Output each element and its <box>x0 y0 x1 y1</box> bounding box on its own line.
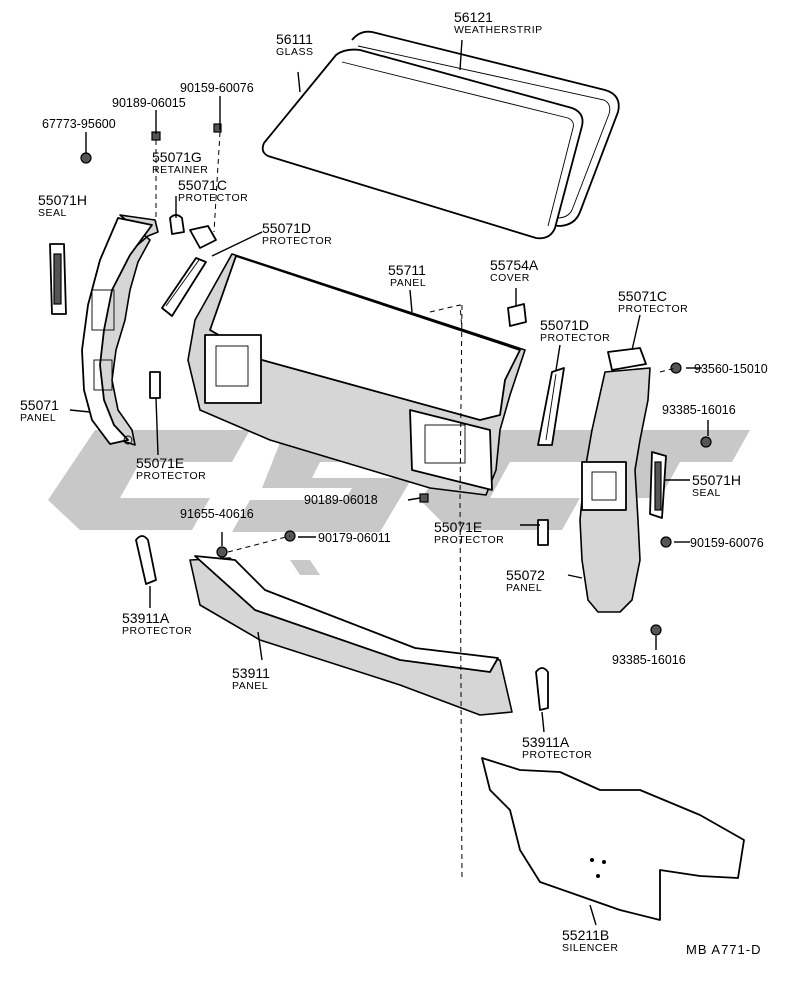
part-name: PROTECTOR <box>136 470 206 482</box>
part-number: 55071E <box>434 519 482 535</box>
lower-panel-part <box>189 555 513 716</box>
part-name: RETAINER <box>152 164 208 176</box>
left-retainer-part <box>169 214 185 235</box>
part-number: 55071D <box>540 317 589 333</box>
right-protector-d-part <box>537 367 565 446</box>
right-protector-e-part <box>537 519 549 546</box>
fastener-label-91655-40616: 91655-40616 <box>180 507 254 521</box>
left-protector-c-part <box>189 225 217 249</box>
label-p55071D-left: 55071D PROTECTOR <box>262 220 332 247</box>
label-p55071H-right: 55071H SEAL <box>692 472 741 499</box>
part-number: 55071G <box>152 149 202 165</box>
part-number: 56121 <box>454 9 493 25</box>
label-p56121: 56121 WEATHERSTRIP <box>454 9 543 36</box>
fastener-label-90189-06015: 90189-06015 <box>112 96 186 110</box>
fastener-label-67773-95600: 67773-95600 <box>42 117 116 131</box>
part-name: PROTECTOR <box>122 625 192 637</box>
part-number: 55071D <box>262 220 311 236</box>
part-name: PANEL <box>506 582 542 594</box>
part-name: SILENCER <box>562 942 619 954</box>
label-p53911A-right: 53911A PROTECTOR <box>522 734 592 761</box>
left-side-panel-part <box>81 214 159 446</box>
part-name: GLASS <box>276 46 314 58</box>
leader-lines <box>69 39 709 926</box>
part-number: 55754A <box>490 257 539 273</box>
part-name: PROTECTOR <box>540 332 610 344</box>
label-p53911: 53911 PANEL <box>232 665 270 692</box>
label-p53911A-left: 53911A PROTECTOR <box>122 610 192 637</box>
silencer-part <box>481 757 745 921</box>
part-name: PROTECTOR <box>522 749 592 761</box>
left-protector-d-part <box>161 257 207 317</box>
label-p55071G: 55071G RETAINER <box>152 149 208 176</box>
left-seal-part <box>49 243 67 315</box>
right-protector-c-part <box>607 347 647 371</box>
part-number: 56111 <box>276 31 313 47</box>
part-name: PANEL <box>390 277 426 289</box>
fastener-label-90159-60076-top: 90159-60076 <box>180 81 254 95</box>
label-p55071C-left: 55071C PROTECTOR <box>178 177 248 204</box>
part-name: PROTECTOR <box>178 192 248 204</box>
back-door-panel-part <box>187 253 526 496</box>
part-number: 55711 <box>388 262 426 278</box>
fastener-label-93385-16016-lower: 93385-16016 <box>612 653 686 667</box>
part-name: COVER <box>490 272 530 284</box>
part-name: PANEL <box>20 412 56 424</box>
fastener-label-93385-16016-upper: 93385-16016 <box>662 403 736 417</box>
part-number: 53911 <box>232 665 270 681</box>
part-number: 55071C <box>618 288 667 304</box>
label-p55071H-left: 55071H SEAL <box>38 192 87 219</box>
cover-part <box>507 303 527 327</box>
part-name: PANEL <box>232 680 268 692</box>
left-lower-protector-part <box>135 535 157 585</box>
right-seal-part <box>649 451 667 519</box>
fastener-glyphs <box>80 123 712 636</box>
label-p55071E-right: 55071E PROTECTOR <box>434 519 504 546</box>
label-p55711: 55711 PANEL <box>388 262 426 289</box>
glass-part <box>261 48 584 240</box>
left-protector-e-part <box>149 371 161 399</box>
label-p55071: 55071 PANEL <box>20 397 59 424</box>
part-number: 55071H <box>692 472 741 488</box>
part-name: PROTECTOR <box>434 534 504 546</box>
label-p55211B: 55211B SILENCER <box>562 927 619 954</box>
part-name: PROTECTOR <box>262 235 332 247</box>
part-number: 55071H <box>38 192 87 208</box>
label-p55754A: 55754A COVER <box>490 257 539 284</box>
part-number: 55071C <box>178 177 227 193</box>
fastener-label-93560-15010: 93560-15010 <box>694 362 768 376</box>
part-name: PROTECTOR <box>618 303 688 315</box>
label-p56111: 56111 GLASS <box>276 31 314 58</box>
part-number: 55072 <box>506 567 545 583</box>
label-p55071E-left: 55071E PROTECTOR <box>136 455 206 482</box>
part-number: 55211B <box>562 927 609 943</box>
right-side-panel-part <box>579 367 651 613</box>
label-p55072: 55072 PANEL <box>506 567 545 594</box>
part-number: 55071 <box>20 397 59 413</box>
part-number: 55071E <box>136 455 184 471</box>
figure-code: MB A771-D <box>686 942 761 957</box>
label-p55071C-right: 55071C PROTECTOR <box>618 288 688 315</box>
fastener-label-90189-06018: 90189-06018 <box>304 493 378 507</box>
part-name: SEAL <box>38 207 67 219</box>
part-number: 53911A <box>522 734 570 750</box>
part-number: 53911A <box>122 610 170 626</box>
part-name: WEATHERSTRIP <box>454 24 543 36</box>
part-name: SEAL <box>692 487 721 499</box>
right-lower-protector-part <box>535 667 549 711</box>
fastener-label-90159-60076-right: 90159-60076 <box>690 536 764 550</box>
fastener-label-90179-06011: 90179-06011 <box>318 531 391 545</box>
label-p55071D-right: 55071D PROTECTOR <box>540 317 610 344</box>
